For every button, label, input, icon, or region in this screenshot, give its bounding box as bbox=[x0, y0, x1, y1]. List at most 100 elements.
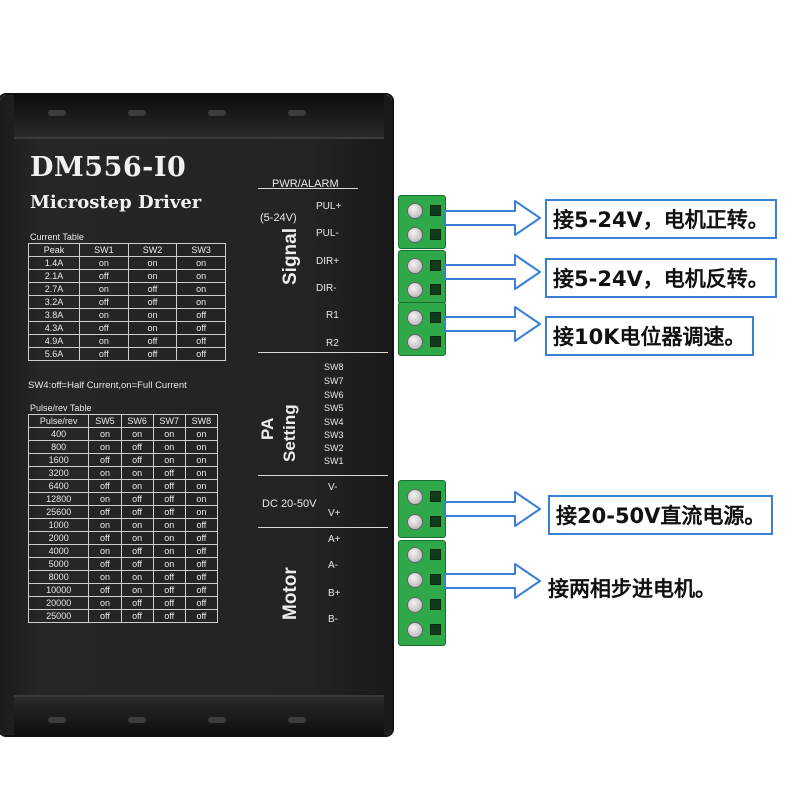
wire-hole bbox=[430, 336, 441, 347]
switch-label: SW5 bbox=[324, 403, 344, 413]
table-cell: 2.1A bbox=[27, 269, 81, 283]
pwr-alarm-label: PWR/ALARM bbox=[272, 178, 339, 190]
arrow-right-icon bbox=[444, 563, 541, 599]
wire-hole bbox=[430, 312, 441, 323]
divider bbox=[258, 475, 388, 476]
table-cell: off bbox=[79, 269, 129, 283]
table-cell: on bbox=[120, 583, 154, 597]
table-cell: on bbox=[184, 479, 219, 493]
wire-hole bbox=[430, 260, 441, 271]
mount-slot bbox=[208, 110, 226, 116]
table-cell: on bbox=[176, 256, 226, 270]
table-cell: off bbox=[120, 453, 154, 467]
table-cell: SW7 bbox=[152, 414, 186, 428]
table-cell: on bbox=[127, 256, 178, 270]
pin-dir-minus: DIR- bbox=[316, 283, 337, 294]
pin-dir-plus: DIR+ bbox=[316, 256, 340, 267]
table-cell: on bbox=[79, 308, 129, 322]
wire-hole bbox=[430, 229, 441, 240]
mount-slot bbox=[128, 717, 146, 723]
pin-v-minus: V- bbox=[328, 482, 338, 493]
table-cell: 400 bbox=[27, 427, 90, 441]
screw-icon bbox=[407, 514, 423, 530]
table-cell: on bbox=[120, 427, 154, 441]
pulse-table-title: Pulse/rev Table bbox=[30, 403, 92, 413]
table-cell: 25600 bbox=[27, 505, 90, 519]
table-cell: off bbox=[120, 492, 154, 506]
table-cell: off bbox=[152, 583, 186, 597]
table-cell: off bbox=[88, 609, 122, 623]
table-cell: Pulse/rev bbox=[27, 414, 90, 428]
table-cell: off bbox=[88, 479, 122, 493]
table-cell: on bbox=[120, 570, 154, 584]
switch-label: SW3 bbox=[324, 430, 344, 440]
mount-slot bbox=[48, 110, 66, 116]
screw-icon bbox=[407, 258, 423, 274]
table-cell: off bbox=[88, 453, 122, 467]
table-cell: off bbox=[152, 466, 186, 480]
pin-b-plus: B+ bbox=[328, 588, 341, 599]
table-cell: 5000 bbox=[27, 557, 90, 571]
table-cell: off bbox=[79, 347, 129, 361]
terminal-block-pul bbox=[398, 195, 446, 249]
pin-a-minus: A- bbox=[328, 560, 338, 571]
table-cell: on bbox=[184, 427, 219, 441]
table-cell: 1000 bbox=[27, 518, 90, 532]
terminal-block-r bbox=[398, 302, 446, 356]
table-cell: off bbox=[88, 505, 122, 519]
screw-icon bbox=[407, 572, 423, 588]
table-cell: on bbox=[127, 308, 178, 322]
table-cell: on bbox=[152, 440, 186, 454]
table-cell: 6400 bbox=[27, 479, 90, 493]
table-cell: off bbox=[120, 440, 154, 454]
callout-speed: 接10K电位器调速。 bbox=[545, 316, 754, 356]
table-cell: on bbox=[88, 596, 122, 610]
signal-label: Signal bbox=[280, 227, 301, 285]
table-cell: 4.3A bbox=[27, 321, 81, 335]
table-cell: off bbox=[184, 583, 219, 597]
switch-label: SW4 bbox=[324, 417, 344, 427]
table-cell: off bbox=[152, 570, 186, 584]
table-cell: 12800 bbox=[27, 492, 90, 506]
current-table-title: Current Table bbox=[30, 232, 84, 242]
table-cell: off bbox=[79, 295, 129, 309]
table-cell: on bbox=[184, 453, 219, 467]
switch-label: SW7 bbox=[324, 376, 344, 386]
wire-hole bbox=[430, 599, 441, 610]
wire-hole bbox=[430, 516, 441, 527]
table-cell: on bbox=[79, 334, 129, 348]
callout-power: 接20-50V直流电源。 bbox=[548, 495, 774, 535]
model-title: DM556-I0 bbox=[30, 152, 187, 183]
screw-icon bbox=[407, 227, 423, 243]
model-subtitle: Microstep Driver bbox=[30, 192, 202, 213]
table-cell: 800 bbox=[27, 440, 90, 454]
signal-voltage-label: (5-24V) bbox=[260, 212, 297, 224]
table-cell: off bbox=[127, 295, 178, 309]
heatsink-bottom bbox=[14, 695, 384, 737]
pin-a-plus: A+ bbox=[328, 534, 341, 545]
table-cell: 2000 bbox=[27, 531, 90, 545]
table-cell: off bbox=[120, 505, 154, 519]
arrow-right-icon bbox=[444, 491, 541, 527]
table-cell: off bbox=[88, 557, 122, 571]
heatsink-top bbox=[14, 95, 384, 139]
table-cell: off bbox=[152, 479, 186, 493]
table-cell: off bbox=[120, 557, 154, 571]
table-cell: on bbox=[88, 518, 122, 532]
table-cell: on bbox=[152, 518, 186, 532]
setting-label: Setting bbox=[280, 404, 299, 462]
table-cell: on bbox=[120, 466, 154, 480]
screw-icon bbox=[407, 489, 423, 505]
